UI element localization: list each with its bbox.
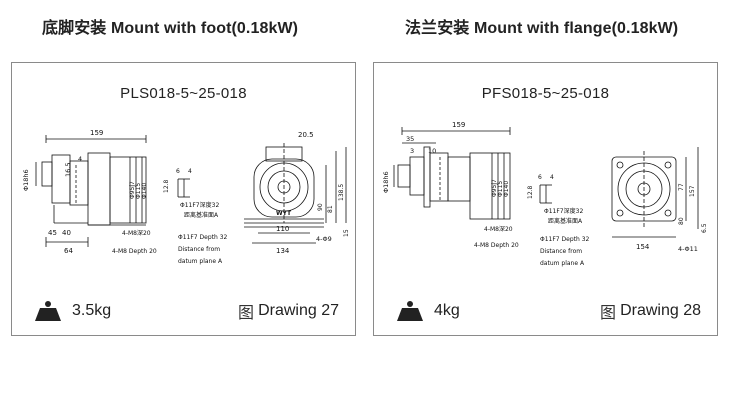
note-datum-cn: 距离基准面A bbox=[184, 211, 219, 219]
note-bore-cn: Φ11F7深度32 bbox=[544, 207, 583, 215]
note-distance-en: Distance from bbox=[178, 246, 220, 253]
weight-block: 3.5kg bbox=[34, 299, 111, 323]
flange-mount-heading: 法兰安装 Mount with flange(0.18kW) bbox=[405, 20, 679, 37]
dim-mount-holes: 4-Φ11 bbox=[678, 245, 698, 253]
dim-45: 45 bbox=[48, 229, 57, 237]
dim-154: 154 bbox=[636, 243, 650, 251]
dim-phi140: Φ140 bbox=[503, 181, 510, 197]
dim-shaft-diameter: Φ18h6 bbox=[382, 171, 390, 193]
note-datum-en: datum plane A bbox=[540, 260, 585, 267]
weight-icon bbox=[35, 301, 61, 321]
dim-159: 159 bbox=[452, 121, 465, 129]
foot-mount-drawing: 159 20.5 Φ18h6 16.5 4 Φ95j7 Φ115 Φ140 45… bbox=[22, 129, 350, 265]
dim-phi115: Φ115 bbox=[135, 183, 142, 199]
dim-157: 157 bbox=[689, 185, 696, 197]
dim-20-5: 20.5 bbox=[298, 131, 314, 139]
dim-134: 134 bbox=[276, 247, 290, 255]
drawing-icon: 图 bbox=[600, 305, 617, 322]
dim-40: 40 bbox=[62, 229, 71, 237]
dim-6: 6 bbox=[538, 174, 542, 181]
dim-110: 110 bbox=[276, 225, 289, 233]
dim-35: 35 bbox=[406, 135, 414, 143]
model-number: PLS018-5~25-018 bbox=[120, 85, 247, 102]
dim-phi95j7: Φ95j7 bbox=[491, 179, 498, 197]
note-tapped-holes-cn: 4-M8深20 bbox=[484, 225, 513, 233]
flange-mount-drawing: 159 35 3 10 Φ18h6 Φ95j7 Φ115 Φ140 4-M8深2… bbox=[382, 121, 708, 267]
dim-12-8: 12.8 bbox=[527, 185, 534, 199]
note-tapped-holes-cn: 4-M8深20 bbox=[122, 229, 151, 237]
dim-4-key: 4 bbox=[550, 174, 554, 181]
dim-shaft-diameter: Φ18h6 bbox=[22, 169, 30, 191]
weight-icon bbox=[397, 301, 423, 321]
dim-6: 6 bbox=[176, 168, 180, 175]
dim-4-side: 4 bbox=[78, 155, 82, 163]
note-datum-cn: 距离基准面A bbox=[548, 217, 583, 225]
weight-block: 4kg bbox=[396, 299, 460, 323]
note-tapped-holes-en: 4-M8 Depth 20 bbox=[474, 242, 519, 249]
note-distance-en: Distance from bbox=[540, 248, 582, 255]
dim-12-8: 12.8 bbox=[163, 179, 170, 193]
drawing-ref: 图 Drawing 28 bbox=[600, 299, 701, 323]
drawing-label: Drawing 28 bbox=[620, 302, 701, 319]
note-bore-en: Φ11F7 Depth 32 bbox=[178, 234, 228, 241]
dim-3: 3 bbox=[410, 147, 414, 155]
note-tapped-holes-en: 4-M8 Depth 20 bbox=[112, 248, 157, 255]
dim-15: 15 bbox=[343, 229, 350, 237]
note-datum-en: datum plane A bbox=[178, 258, 223, 265]
dim-10: 10 bbox=[428, 147, 436, 155]
drawing-ref: 图 Drawing 27 bbox=[238, 299, 339, 323]
dim-phi115: Φ115 bbox=[497, 181, 504, 197]
dim-77: 77 bbox=[678, 183, 685, 191]
note-bore-en: Φ11F7 Depth 32 bbox=[540, 236, 590, 243]
dim-16-5: 16.5 bbox=[64, 163, 72, 177]
foot-mount-heading: 底脚安装 Mount with foot(0.18kW) bbox=[42, 20, 299, 37]
dim-phi95j7: Φ95j7 bbox=[129, 181, 136, 199]
dim-138-5: 138.5 bbox=[338, 184, 345, 201]
dim-159: 159 bbox=[90, 129, 103, 137]
weight-value: 4kg bbox=[434, 302, 460, 319]
dim-4-key: 4 bbox=[188, 168, 192, 175]
dim-81: 81 bbox=[327, 205, 334, 213]
dim-80: 80 bbox=[678, 217, 685, 225]
dim-64: 64 bbox=[64, 247, 73, 255]
brand-logo: WYT bbox=[276, 210, 292, 217]
foot-mount-panel: PLS018-5~25-018 bbox=[11, 62, 356, 336]
model-number: PFS018-5~25-018 bbox=[481, 85, 610, 102]
dim-mount-holes: 4-Φ9 bbox=[316, 235, 332, 243]
note-bore-cn: Φ11F7深度32 bbox=[180, 201, 219, 209]
dim-phi140: Φ140 bbox=[141, 183, 148, 199]
flange-mount-panel: PFS018-5~25-018 bbox=[373, 62, 718, 336]
drawing-label: Drawing 27 bbox=[258, 302, 339, 319]
dim-90: 90 bbox=[317, 203, 324, 211]
dim-6-5: 6.5 bbox=[701, 223, 708, 233]
weight-value: 3.5kg bbox=[72, 302, 112, 319]
drawing-icon: 图 bbox=[238, 305, 255, 322]
